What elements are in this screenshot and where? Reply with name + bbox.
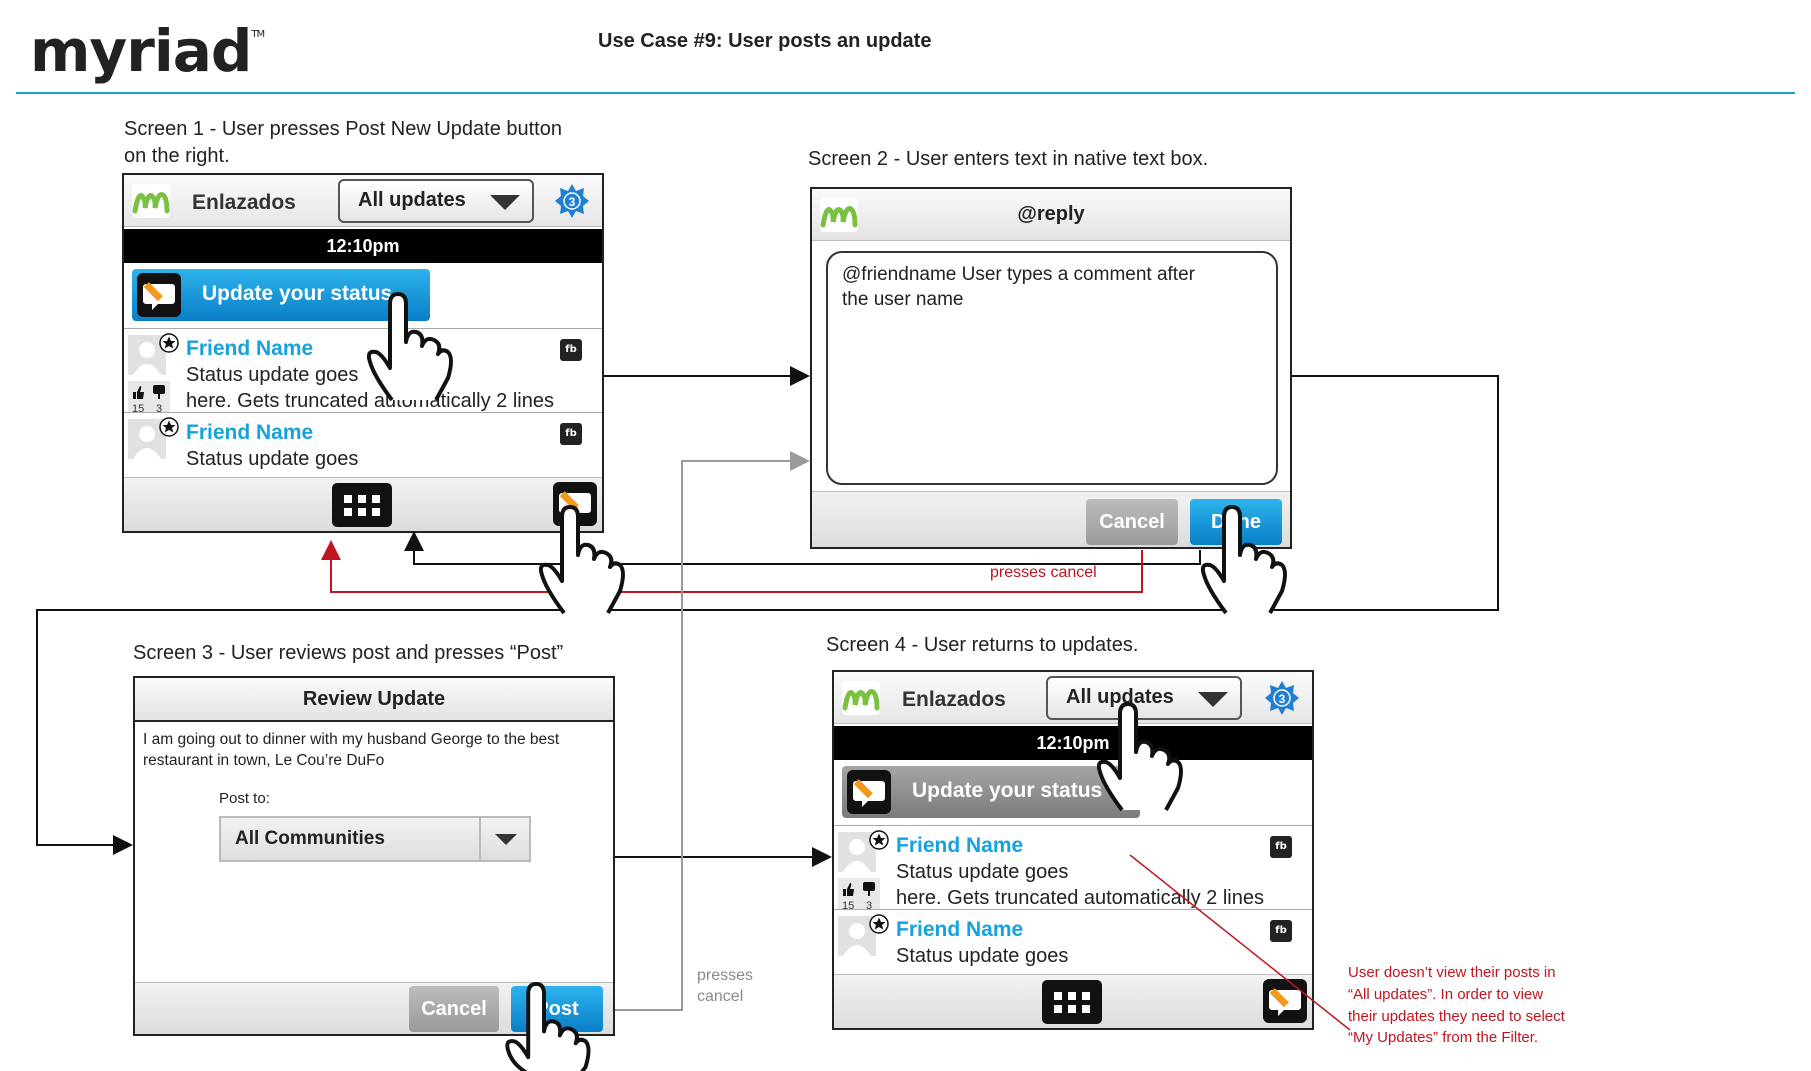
friend-name[interactable]: Friend Name [186, 337, 314, 360]
favorite-star-icon[interactable] [869, 830, 889, 850]
review-header: Review Update [135, 678, 613, 722]
post-to-select[interactable]: All Communities [219, 816, 531, 862]
filter-dropdown[interactable]: All updates [338, 179, 534, 223]
post-to-label: Post to: [219, 790, 270, 807]
filter-note: User doesn’t view their posts in“All upd… [1348, 964, 1565, 1047]
comment-icon [153, 385, 165, 399]
tap-hand-icon [505, 981, 591, 1071]
screen3-caption: Screen 3 - User reviews post and presses… [133, 642, 564, 664]
movistar-logo-icon [820, 198, 858, 232]
screen2-reply-phone: @reply @friendname User types a comment … [810, 187, 1292, 549]
post-new-update-icon[interactable] [1262, 978, 1308, 1024]
facebook-source-icon: fb [1270, 836, 1292, 858]
compose-icon [137, 273, 181, 317]
screen1-caption: Screen 1 - User presses Post New Update … [124, 118, 562, 167]
avatar-icon [838, 916, 876, 956]
clock-bar: 12:10pm [124, 229, 602, 263]
app-name: Enlazados [192, 191, 296, 214]
svg-text:3: 3 [1279, 692, 1286, 706]
movistar-logo-icon [842, 681, 880, 715]
favorite-star-icon[interactable] [869, 914, 889, 934]
facebook-source-icon: fb [560, 339, 582, 361]
notification-badge-icon[interactable]: 3 [1264, 680, 1300, 716]
notification-badge-icon[interactable]: 3 [554, 183, 590, 219]
tap-hand-icon [1096, 702, 1183, 812]
comment-count: 3 [866, 900, 873, 912]
use-case-title: Use Case #9: User posts an update [598, 30, 932, 52]
myriad-logo: myriadTM [30, 17, 265, 85]
clock-bar: 12:10pm [834, 726, 1312, 760]
feed-topbar: Enlazados All updates 3 [124, 175, 602, 227]
tap-hand-icon [366, 292, 453, 402]
friend-name[interactable]: Friend Name [896, 918, 1024, 941]
friend-name[interactable]: Friend Name [186, 421, 314, 444]
chevron-down-icon [1198, 692, 1228, 707]
chevron-down-icon [479, 818, 529, 860]
app-name: Enlazados [902, 688, 1006, 711]
tap-hand-icon [538, 505, 625, 615]
update-status-label: Update your status [912, 779, 1103, 802]
status-text: Status update goes [896, 945, 1069, 967]
post-to-value: All Communities [235, 828, 385, 849]
feed-bottom-bar [124, 477, 602, 531]
comment-icon [863, 882, 875, 896]
status-text: Status update goes [186, 448, 359, 470]
screen4-caption: Screen 4 - User returns to updates. [826, 634, 1139, 656]
facebook-source-icon: fb [560, 423, 582, 445]
update-status-button[interactable]: Update your status [132, 269, 430, 321]
reply-title: @reply [1017, 203, 1085, 225]
arrow-review-cancel-gray [615, 451, 810, 1011]
like-icon [843, 883, 854, 896]
feed-bottom-bar [834, 974, 1312, 1028]
cancel-button[interactable]: Cancel [1086, 499, 1178, 545]
movistar-logo-icon [132, 184, 170, 218]
apps-grid-icon[interactable] [1042, 980, 1102, 1024]
screen4-feed-phone: Enlazados All updates 3 12:10pm Update y… [832, 670, 1314, 1030]
favorite-star-icon[interactable] [159, 417, 179, 437]
favorite-star-icon[interactable] [159, 333, 179, 353]
update-status-label: Update your status [202, 282, 393, 305]
cancel-button[interactable]: Cancel [409, 986, 499, 1032]
header-divider [16, 92, 1795, 94]
like-icon [133, 386, 144, 399]
filter-value: All updates [358, 189, 466, 211]
feed-topbar: Enlazados All updates 3 [834, 672, 1312, 724]
facebook-source-icon: fb [1270, 920, 1292, 942]
friend-name[interactable]: Friend Name [896, 834, 1024, 857]
chevron-down-icon [490, 195, 520, 210]
apps-grid-icon[interactable] [332, 483, 392, 527]
compose-icon [847, 770, 891, 814]
presses-cancel-label: presses cancel [990, 564, 1097, 581]
svg-text:3: 3 [569, 195, 576, 209]
tap-hand-icon [1200, 505, 1287, 615]
screen2-caption: Screen 2 - User enters text in native te… [808, 148, 1209, 170]
reply-header: @reply [812, 189, 1290, 241]
review-post-text: I am going out to dinner with my husband… [143, 731, 560, 769]
